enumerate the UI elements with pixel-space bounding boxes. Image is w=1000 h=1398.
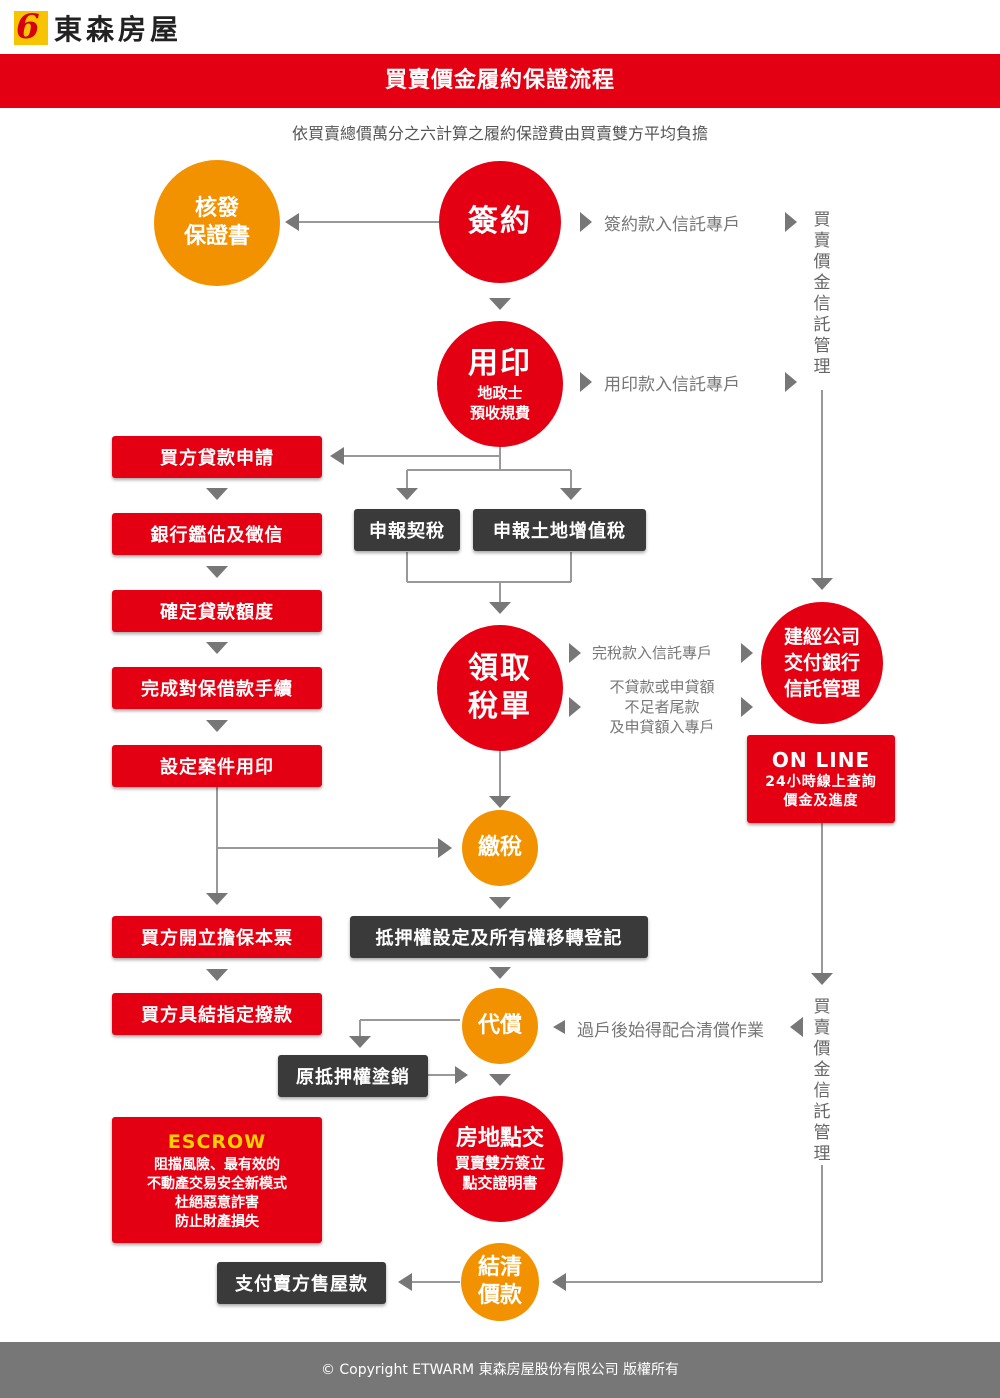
loan-note-label: 不貸款或申貸額 不足者尾款 及申貸額入專戶 — [586, 677, 738, 737]
certificate-line-1: 核發 — [194, 196, 239, 221]
handover-sub-2: 點交證明書 — [462, 1174, 538, 1192]
escrow-title: ESCROW — [167, 1131, 267, 1153]
settle-node: 結清 價款 — [461, 1243, 539, 1321]
stamp-sub-1: 地政士 — [477, 384, 523, 402]
settle-line-2: 價款 — [477, 1283, 522, 1308]
pay-tax-node: 繳稅 — [462, 810, 538, 886]
buyer-step-6: 買方開立擔保本票 — [112, 916, 322, 958]
handover-sub-1: 買賣雙方簽立 — [454, 1154, 545, 1172]
after-transfer-label: 過戶後始得配合清償作業 — [577, 1021, 764, 1041]
online-title: ON LINE — [771, 748, 871, 772]
buyer-step-3: 確定貸款額度 — [112, 590, 322, 632]
online-box: ON LINE 24小時線上查詢 價金及進度 — [747, 735, 895, 823]
certificate-node: 核發 保證書 — [154, 160, 280, 286]
deed-tax-box: 申報契稅 — [354, 509, 460, 551]
trust-management-label-bottom: 買賣價金信託管理 — [811, 997, 833, 1165]
stamp-title: 用印 — [468, 346, 532, 381]
mortgage-registration-box: 抵押權設定及所有權移轉登記 — [350, 916, 648, 958]
payoff-label: 代償 — [477, 1013, 522, 1038]
sign-deposit-label: 簽約款入信託專戶 — [604, 215, 740, 235]
page-title: 買賣價金履約保證流程 — [0, 54, 1000, 108]
construction-company-node: 建經公司 交付銀行 信託管理 — [761, 602, 883, 724]
buyer-step-7: 買方具結指定撥款 — [112, 993, 322, 1035]
loan-note-line-2: 不足者尾款 — [624, 698, 700, 716]
handover-title: 房地點交 — [455, 1126, 544, 1151]
stamp-deposit-label: 用印款入信託專戶 — [604, 375, 740, 395]
construction-line-3: 信託管理 — [783, 678, 860, 700]
tax-bill-line-2: 稅單 — [468, 689, 532, 724]
stamp-sub-2: 預收規費 — [469, 404, 530, 422]
buyer-step-1: 買方貸款申請 — [112, 436, 322, 478]
stamp-node: 用印 地政士 預收規費 — [437, 321, 563, 447]
logo-mark: 6 — [14, 7, 48, 47]
pay-seller-box: 支付賣方售屋款 — [217, 1262, 386, 1304]
trust-management-label-top: 買賣價金信託管理 — [811, 210, 833, 378]
loan-note-line-1: 不貸款或申貸額 — [609, 678, 715, 696]
handover-node: 房地點交 買賣雙方簽立 點交證明書 — [437, 1096, 563, 1222]
construction-line-1: 建經公司 — [783, 626, 860, 648]
logo-mark-glyph: 6 — [16, 7, 40, 47]
buyer-step-2: 銀行鑑估及徵信 — [112, 513, 322, 555]
tax-bill-line-1: 領取 — [468, 651, 532, 686]
settle-line-1: 結清 — [477, 1255, 522, 1280]
page-subtitle: 依買賣總價萬分之六計算之履約保證費由買賣雙方平均負擔 — [291, 124, 708, 143]
escrow-line-3: 杜絕惡意詐害 — [175, 1195, 259, 1211]
construction-line-2: 交付銀行 — [783, 652, 860, 674]
buyer-step-5: 設定案件用印 — [112, 745, 322, 787]
buyer-step-4: 完成對保借款手續 — [112, 667, 322, 709]
online-line-1: 24小時線上查詢 — [765, 774, 877, 790]
certificate-line-2: 保證書 — [183, 224, 250, 249]
escrow-line-4: 防止財產損失 — [175, 1214, 259, 1230]
payoff-node: 代償 — [462, 988, 538, 1064]
online-line-2: 價金及進度 — [783, 793, 859, 809]
pay-tax-label: 繳稅 — [477, 835, 522, 860]
tax-deposit-label: 完稅款入信託專戶 — [592, 644, 713, 662]
loan-note-line-3: 及申貸額入專戶 — [609, 718, 715, 736]
cancel-mortgage-box: 原抵押權塗銷 — [278, 1055, 428, 1097]
tax-bill-node: 領取 稅單 — [437, 625, 563, 751]
escrow-box: ESCROW 阻擋風險、最有效的 不動產交易安全新模式 杜絕惡意詐害 防止財產損… — [112, 1117, 322, 1243]
signing-node: 簽約 — [439, 161, 561, 283]
brand-logo: 6 東森房屋 — [14, 7, 183, 48]
land-tax-box: 申報土地增值稅 — [473, 509, 646, 551]
escrow-line-2: 不動產交易安全新模式 — [147, 1176, 287, 1192]
escrow-line-1: 阻擋風險、最有效的 — [154, 1157, 280, 1173]
brand-name: 東森房屋 — [54, 13, 183, 46]
signing-label: 簽約 — [468, 204, 532, 239]
footer-copyright: © Copyright ETWARM 東森房屋股份有限公司 版權所有 — [0, 1342, 1000, 1398]
